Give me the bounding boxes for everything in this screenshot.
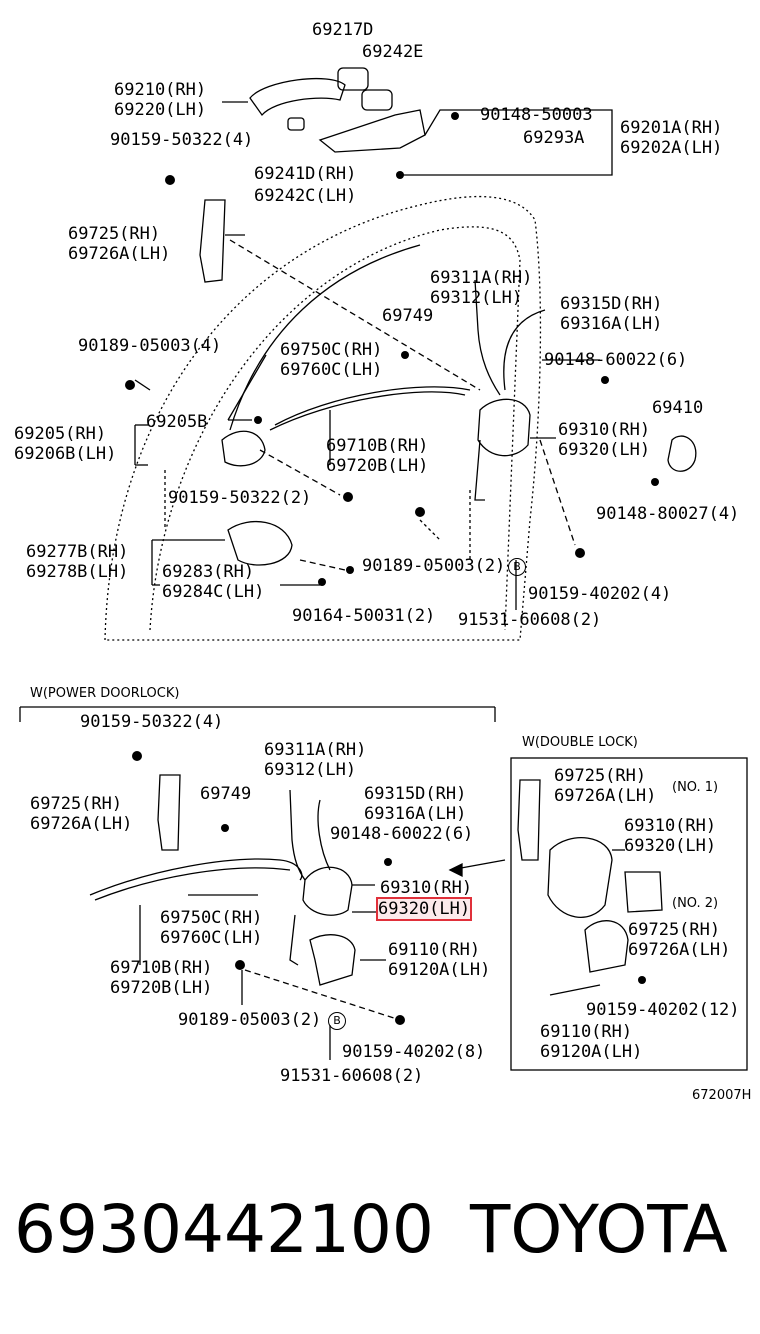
label-69750C-lower: 69750C(RH) (160, 908, 263, 928)
label-69201A: 69201A(RH) (620, 118, 723, 138)
label-69242E: 69242E (362, 42, 424, 62)
label-69202A: 69202A(LH) (620, 138, 723, 158)
label-69312-lower: 69312(LH) (264, 760, 357, 780)
label-69110-lower: 69110(RH) (388, 940, 481, 960)
label-69205: 69205(RH) (14, 424, 107, 444)
label-69311A-upper: 69311A(RH) (430, 268, 533, 288)
label-69320-upper: 69320(LH) (558, 440, 651, 460)
door-bracket-upper (199, 199, 226, 283)
label-69316A-lower: 69316A(LH) (364, 804, 467, 824)
label-69726A-double-no2: 69726A(LH) (628, 940, 731, 960)
label-no1: (NO. 1) (672, 780, 719, 795)
label-69720B-upper: 69720B(LH) (326, 456, 429, 476)
label-69726A-lower: 69726A(LH) (30, 814, 133, 834)
label-90148-60022-lower: 90148-60022(6) (330, 824, 474, 844)
label-69310-lower: 69310(RH) (380, 878, 473, 898)
label-69760C-lower: 69760C(LH) (160, 928, 263, 948)
label-69110-double: 69110(RH) (540, 1022, 633, 1042)
label-69310-upper: 69310(RH) (558, 420, 651, 440)
badge-b-upper: B (508, 558, 526, 576)
label-69283: 69283(RH) (162, 562, 255, 582)
section-title-double-lock: W(DOUBLE LOCK) (522, 735, 638, 750)
label-69277B: 69277B(RH) (26, 542, 129, 562)
label-69120A-lower: 69120A(LH) (388, 960, 491, 980)
label-69726A-double-no1: 69726A(LH) (554, 786, 657, 806)
label-69220: 69220(LH) (114, 100, 207, 120)
label-90189-05003-4: 90189-05003(4) (78, 336, 222, 356)
label-90159-40202-4: 90159-40202(4) (528, 584, 672, 604)
label-90159-40202-12: 90159-40202(12) (586, 1000, 740, 1020)
label-69320-lower-highlighted[interactable]: 69320(LH) (375, 897, 473, 921)
label-69206B: 69206B(LH) (14, 444, 117, 464)
label-90159-50322-4-lower: 90159-50322(4) (80, 712, 224, 732)
label-69278B: 69278B(LH) (26, 562, 129, 582)
door-lock-assembly-lower (302, 866, 353, 916)
badge-b-lower: B (328, 1012, 346, 1030)
label-69242C: 69242C(LH) (254, 186, 357, 206)
brand-name: TOYOTA (470, 1191, 728, 1268)
label-90159-40202-8: 90159-40202(8) (342, 1042, 486, 1062)
lock-rods (269, 391, 466, 431)
label-69726A-upper: 69726A(LH) (68, 244, 171, 264)
label-90159-50322-4: 90159-50322(4) (110, 130, 254, 150)
label-69725-upper: 69725(RH) (68, 224, 161, 244)
label-90189-05003-2-lower: 90189-05003(2) (178, 1010, 322, 1030)
outer-handle (249, 77, 346, 117)
label-91531-60608-lower: 91531-60608(2) (280, 1066, 424, 1086)
label-90148-60022-upper: 90148-60022(6) (544, 350, 688, 370)
label-90189-05003-2-upper: 90189-05003(2) (362, 556, 506, 576)
part-number: 6930442100 (14, 1191, 434, 1268)
label-no2: (NO. 2) (672, 896, 719, 911)
label-69725-lower: 69725(RH) (30, 794, 123, 814)
label-90159-50322-2: 90159-50322(2) (168, 488, 312, 508)
section-title-power-doorlock: W(POWER DOORLOCK) (30, 686, 180, 701)
label-69311A-lower: 69311A(RH) (264, 740, 367, 760)
door-bracket-lower (157, 774, 181, 851)
label-69750C-upper: 69750C(RH) (280, 340, 383, 360)
double-lock-box (510, 757, 748, 1071)
label-69710B-upper: 69710B(RH) (326, 436, 429, 456)
label-69749-lower: 69749 (200, 784, 252, 804)
door-outline (104, 196, 542, 641)
label-69760C-upper: 69760C(LH) (280, 360, 383, 380)
label-69316A-upper: 69316A(LH) (560, 314, 663, 334)
label-69120A-double: 69120A(LH) (540, 1042, 643, 1062)
label-90148-50003: 90148-50003 (480, 105, 593, 125)
label-90164-50031: 90164-50031(2) (292, 606, 436, 626)
inside-handle-bezel (227, 520, 293, 566)
label-69312-upper: 69312(LH) (430, 288, 523, 308)
label-91531-60608-upper: 91531-60608(2) (458, 610, 602, 630)
label-69310-double: 69310(RH) (624, 816, 717, 836)
figure-code: 672007H (692, 1088, 752, 1103)
label-69293A: 69293A (523, 128, 585, 148)
label-69315D-upper: 69315D(RH) (560, 294, 663, 314)
label-69749-upper: 69749 (382, 306, 434, 326)
label-69720B-lower: 69720B(LH) (110, 978, 213, 998)
label-69210: 69210(RH) (114, 80, 207, 100)
label-69315D-lower: 69315D(RH) (364, 784, 467, 804)
inside-handle (221, 430, 266, 467)
door-lock-assembly (477, 398, 531, 457)
label-69205B: 69205B (146, 412, 208, 432)
label-69284C: 69284C(LH) (162, 582, 265, 602)
label-69410: 69410 (652, 398, 704, 418)
label-69320-double: 69320(LH) (624, 836, 717, 856)
label-69725-double-no1: 69725(RH) (554, 766, 647, 786)
label-69710B-lower: 69710B(RH) (110, 958, 213, 978)
label-69725-double-no2: 69725(RH) (628, 920, 721, 940)
label-90148-80027: 90148-80027(4) (596, 504, 740, 524)
label-69217D: 69217D (312, 20, 374, 40)
label-69241D: 69241D(RH) (254, 164, 357, 184)
